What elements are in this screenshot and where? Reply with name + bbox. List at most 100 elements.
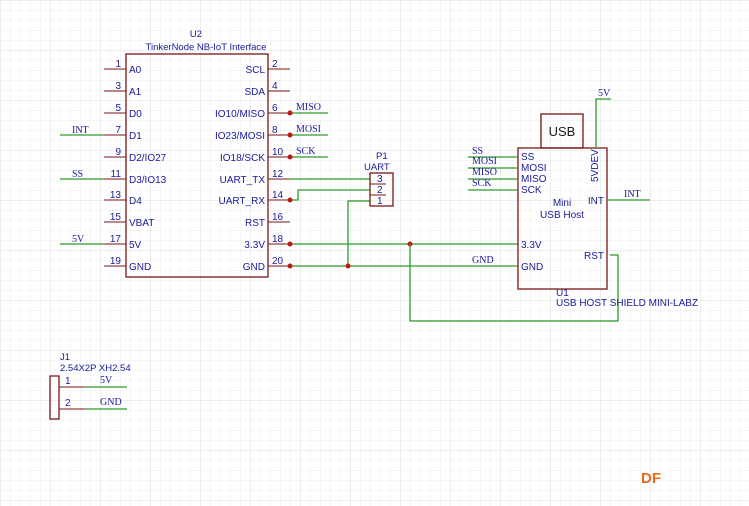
p1-body [369,172,394,207]
net-label: SS [472,146,483,157]
u2-pin-number: 1 [115,59,121,70]
u2-pin-10[interactable]: 10 IO18/SCK [220,147,290,164]
net-5v-left[interactable]: 5V [60,234,104,245]
u2-pin-number: 17 [110,234,122,245]
u2-pin-20[interactable]: 20 GND [243,256,290,273]
u1-body [517,147,608,290]
u2-component[interactable]: U2 TinkerNode NB-IoT Interface 1 A0 3 A1… [104,29,291,278]
net-miso-right[interactable]: MISO [287,102,329,116]
u2-pin-name: 3.3V [244,240,265,251]
u1-pin-rst: RST [584,251,604,262]
p1-name: UART [364,162,390,173]
df-watermark-logo: DF [641,470,661,487]
wire-uart-rx[interactable] [287,189,371,203]
u2-pin-number: 19 [110,256,122,267]
u2-pin-name: A1 [129,87,142,98]
u2-pin-name: IO18/SCK [220,153,265,164]
net-label: SS [72,169,83,180]
u2-pin-19[interactable]: 19 GND [104,256,151,273]
net-miso-u1[interactable]: MISO [468,167,518,180]
u1-pin-int: INT [588,196,604,207]
u2-pin-number: 20 [272,256,284,267]
wire-3v3-bus[interactable] [287,241,619,322]
net-sck-u1[interactable]: SCK [468,178,518,191]
u2-pin-18[interactable]: 18 3.3V [244,234,290,251]
u2-pin-name: IO10/MISO [215,109,265,120]
net-sck-right[interactable]: SCK [287,146,329,160]
u1-component[interactable]: USB Mini USB Host SS MOSI MISO SCK 3.3V … [517,113,698,309]
net-label: MISO [472,167,497,178]
u2-pin-number: 6 [272,103,278,114]
u2-pin-number: 7 [115,125,121,136]
p1-ref: P1 [376,151,388,162]
u2-pin-name: SDA [244,87,265,98]
net-label: SCK [296,146,316,157]
u2-pin-4[interactable]: 4 SDA [244,81,290,98]
net-ss-u1[interactable]: SS [468,146,518,158]
net-label: 5V [598,88,611,99]
u1-body-line2: USB Host [540,210,584,221]
u2-pin-number: 18 [272,234,284,245]
net-label: INT [72,125,89,136]
net-ss-left[interactable]: SS [60,169,104,180]
p1-component[interactable]: P1 UART 3 2 1 [364,151,394,207]
u1-ref: U1 [556,288,569,299]
u2-pin-13[interactable]: 13 D4 [104,190,142,207]
u2-pin-8[interactable]: 8 IO23/MOSI [215,125,290,142]
net-label: MOSI [472,156,497,167]
net-mosi-right[interactable]: MOSI [287,124,329,138]
u2-pin-16[interactable]: 16 RST [245,212,290,229]
wire-gnd-bus[interactable]: GND [287,255,519,269]
u2-pin-1[interactable]: 1 A0 [104,59,142,76]
u2-pin-9[interactable]: 9 D2/IO27 [104,147,167,164]
j1-name: 2.54X2P XH2.54 [60,363,131,374]
net-int-u1[interactable]: INT [607,189,650,201]
u2-pin-name: GND [243,262,265,273]
u2-pin-number: 15 [110,212,122,223]
u2-pin-number: 10 [272,147,284,158]
u2-pin-12[interactable]: 12 UART_TX [220,169,290,186]
u1-pin-5vdev: 5VDEV [590,149,601,182]
p1-pin-2: 2 [377,185,383,196]
p1-pin-1: 1 [377,196,383,207]
u2-pin-number: 2 [272,59,278,70]
net-5v-j1[interactable]: 5V [85,375,127,388]
u2-pin-7[interactable]: 7 D1 [104,125,142,142]
u2-pin-number: 3 [115,81,121,92]
net-int-left[interactable]: INT [60,125,104,136]
u2-pin-number: 9 [115,147,121,158]
net-mosi-u1[interactable]: MOSI [468,156,518,169]
u2-pin-14[interactable]: 14 UART_RX [219,190,291,207]
u2-pin-name: A0 [129,65,142,76]
u2-pin-number: 16 [272,212,284,223]
u2-pin-2[interactable]: 2 SCL [246,59,290,76]
u2-pin-name: D3/IO13 [129,175,167,186]
u2-pin-3[interactable]: 3 A1 [104,81,142,98]
u2-pin-5[interactable]: 5 D0 [104,103,142,120]
u2-pin-name: SCL [246,65,266,76]
u2-pin-name: UART_RX [219,196,266,207]
u1-pin-3v3: 3.3V [521,240,542,251]
net-gnd-j1[interactable]: GND [85,397,127,410]
u2-pin-17[interactable]: 17 5V [104,234,142,251]
u2-pin-15[interactable]: 15 VBAT [104,212,154,229]
watermark-text: DF [641,470,661,487]
u2-pin-11[interactable]: 11 D3/IO13 [104,169,167,186]
j1-ref: J1 [60,352,70,363]
u2-pin-name: D4 [129,196,142,207]
u2-pin-6[interactable]: 6 IO10/MISO [215,103,290,120]
u2-pin-number: 12 [272,169,284,180]
u2-pin-name: D0 [129,109,142,120]
net-5v-u1[interactable]: 5V [595,88,611,148]
u1-pin-sck: SCK [521,185,542,196]
u2-pin-number: 13 [110,190,122,201]
j1-component[interactable]: J1 2.54X2P XH2.54 1 2 [49,352,131,420]
u1-pin-mosi: MOSI [521,163,547,174]
u2-pin-number: 4 [272,81,278,92]
u1-body-line1: Mini [553,198,571,209]
u2-ref: U2 [190,29,202,40]
net-label: 5V [100,375,113,386]
net-label: GND [472,255,494,266]
u2-pin-number: 5 [115,103,121,114]
